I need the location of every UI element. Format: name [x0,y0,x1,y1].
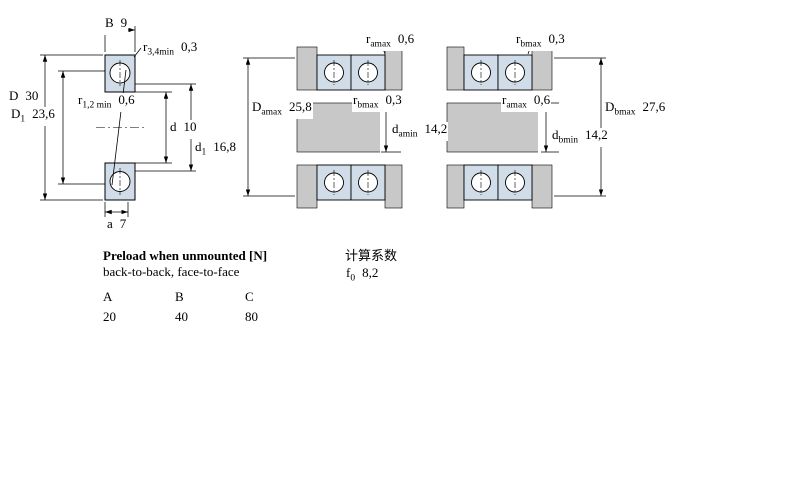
housing-shoulder [446,46,465,91]
dim-D1-lines [58,70,105,185]
housing-shoulder [531,46,553,91]
preload-value-c: 80 [245,309,258,324]
pair-figure-b [446,45,606,209]
pair-figure-a [243,45,404,209]
preload-col-a-header: A [103,289,113,304]
housing-shoulder [296,164,318,209]
dim-d-lines [135,91,172,164]
housing-shoulder [384,164,403,209]
preload-subtitle: back-to-back, face-to-face [103,264,240,279]
dim-D-lines [40,54,103,201]
preload-col-c-header: C [245,289,254,304]
preload-col-b-header: B [175,289,184,304]
preload-title: Preload when unmounted [N] [103,248,268,263]
housing-shoulder [384,46,403,91]
housing-shoulder [446,164,465,209]
leader-r34 [133,47,142,58]
single-bearing-figure [40,26,196,217]
contact-angle-line [111,69,127,186]
preload-value-b: 40 [175,309,188,324]
calc-factors-label: 计算系数 [345,248,398,263]
housing-shoulder [531,164,553,209]
housing-shoulder [296,46,318,91]
dim-Damax-lines [243,57,295,197]
dim-a-lines [104,202,129,217]
dim-Dbmax-lines [554,57,606,197]
preload-value-a: 20 [103,309,116,324]
